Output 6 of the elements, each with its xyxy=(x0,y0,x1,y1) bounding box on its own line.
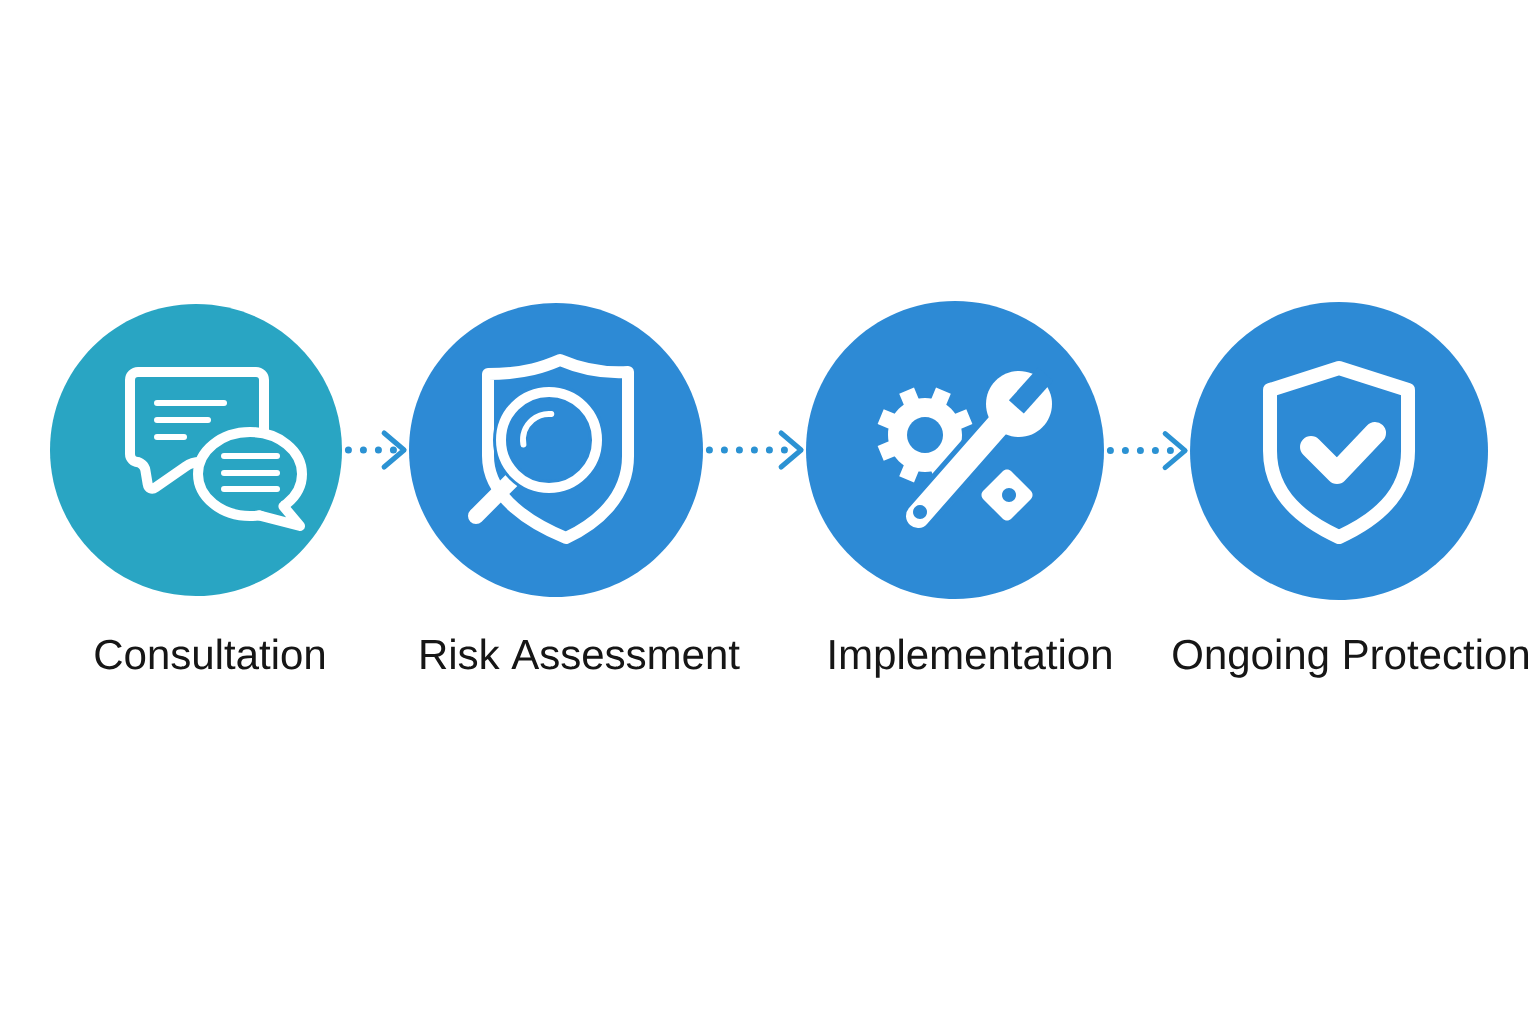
step-label: Consultation xyxy=(95,638,324,670)
step-label: Risk Assessment xyxy=(421,638,740,670)
arrow xyxy=(1106,431,1188,471)
step-label: Ongoing Protection xyxy=(1173,638,1528,678)
step-label: Implementation xyxy=(830,638,1111,678)
arrow xyxy=(705,430,804,470)
